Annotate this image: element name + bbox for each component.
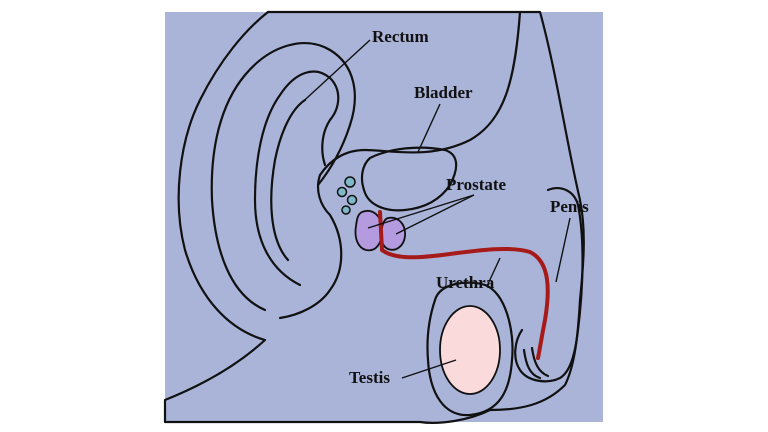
bladder-label: Bladder [414, 83, 473, 102]
gland-4 [342, 206, 350, 214]
gland-3 [348, 196, 357, 205]
gland-2 [338, 188, 347, 197]
background-panel [165, 12, 603, 422]
testis-label: Testis [349, 368, 390, 387]
prostate-label: Prostate [446, 175, 507, 194]
penis-label: Penis [550, 197, 589, 216]
rectum-label: Rectum [372, 27, 429, 46]
testis [440, 306, 500, 394]
gland-1 [345, 177, 355, 187]
prostate-left-lobe [355, 211, 382, 250]
urethra-label: Urethra [436, 273, 495, 292]
